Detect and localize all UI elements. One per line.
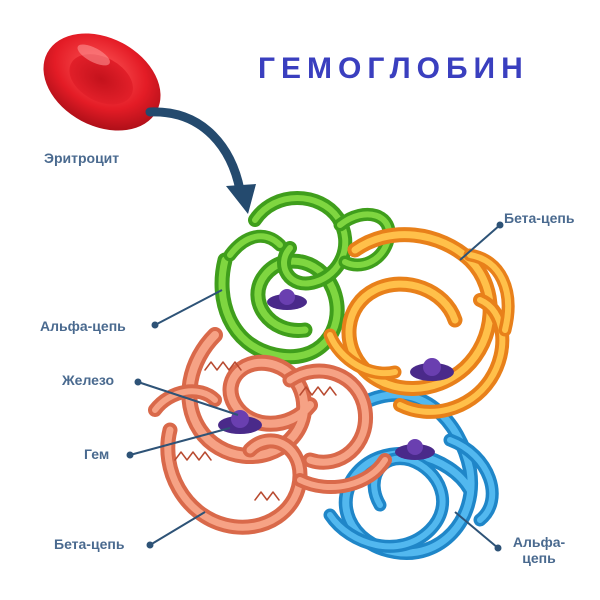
- label-alpha-chain-bottom-line2: цепь: [522, 550, 556, 566]
- label-heme: Гем: [84, 446, 110, 462]
- label-alpha-chain-left: Альфа-цепь: [40, 318, 126, 334]
- alpha-chain-green: [214, 191, 396, 365]
- beta-chain-orange: [323, 227, 515, 419]
- label-alpha-chain-bottom: Альфа- цепь: [504, 534, 574, 566]
- label-beta-chain-top: Бета-цепь: [504, 210, 575, 226]
- heme-green: [267, 289, 307, 310]
- curved-arrow: [145, 107, 256, 214]
- heme-orange: [410, 358, 454, 381]
- label-beta-chain-bottom: Бета-цепь: [54, 536, 125, 552]
- leader-alpha-left: [154, 289, 223, 326]
- erythrocyte-cell: [43, 33, 161, 131]
- label-iron: Железо: [62, 372, 115, 388]
- leader-lines: [126, 221, 504, 552]
- leader-iron: [137, 381, 239, 416]
- leader-beta-bottom: [149, 511, 206, 546]
- label-erythrocyte: Эритроцит: [44, 150, 120, 166]
- leader-heme: [129, 427, 231, 456]
- alpha-chain-blue: [323, 387, 499, 560]
- leader-alpha-bottom: [454, 511, 499, 549]
- leader-beta-top: [459, 224, 501, 261]
- label-alpha-chain-bottom-line1: Альфа-: [512, 534, 566, 550]
- diagram-title: ГЕМОГЛОБИН: [258, 52, 529, 85]
- heme-blue: [395, 439, 435, 460]
